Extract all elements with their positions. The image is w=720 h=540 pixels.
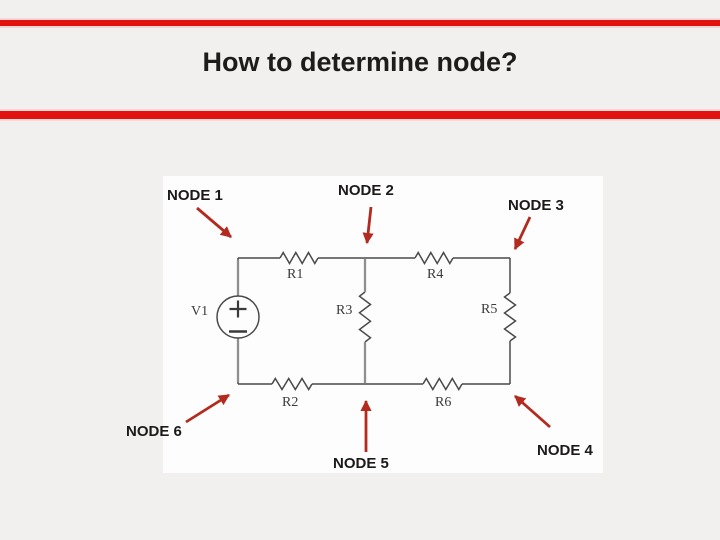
- node-3-label: NODE 3: [508, 197, 564, 214]
- plus-sign: [229, 300, 247, 318]
- title-underline-bar: [0, 109, 720, 121]
- node-4-arrow: [514, 394, 551, 429]
- node-5-label: NODE 5: [333, 455, 389, 472]
- node-1-label: NODE 1: [167, 187, 223, 204]
- resistor-r6-label: R6: [435, 395, 452, 410]
- voltage-source-v1-symbol: [216, 295, 260, 339]
- node-1-arrow: [196, 206, 232, 239]
- circuit-connector-segments: [236, 259, 367, 383]
- resistor-r3-label: R3: [336, 303, 353, 318]
- resistor-r5-label: R5: [481, 302, 498, 317]
- resistor-r5-symbol: [503, 292, 517, 342]
- resistor-r6-symbol: [422, 377, 463, 391]
- node-4-label: NODE 4: [537, 442, 593, 459]
- circuit-wires: [237, 250, 517, 391]
- resistor-r2-symbol: [271, 377, 313, 391]
- resistor-r3-symbol: [358, 291, 372, 343]
- node-3-arrow: [513, 216, 532, 251]
- node-2-label: NODE 2: [338, 182, 394, 199]
- resistor-r2-label: R2: [282, 395, 299, 410]
- resistor-r1-symbol: [279, 250, 319, 266]
- node-6-label: NODE 6: [126, 423, 182, 440]
- resistor-r4-label: R4: [427, 267, 444, 282]
- voltage-source-v1-label: V1: [191, 304, 209, 319]
- top-accent-bar: [0, 18, 720, 28]
- page-title: How to determine node?: [202, 47, 518, 77]
- node-6-arrow: [185, 393, 230, 424]
- resistor-r4-symbol: [414, 250, 454, 266]
- node-2-arrow: [362, 206, 374, 245]
- resistor-r1-label: R1: [287, 267, 304, 282]
- node-arrows: [185, 206, 551, 452]
